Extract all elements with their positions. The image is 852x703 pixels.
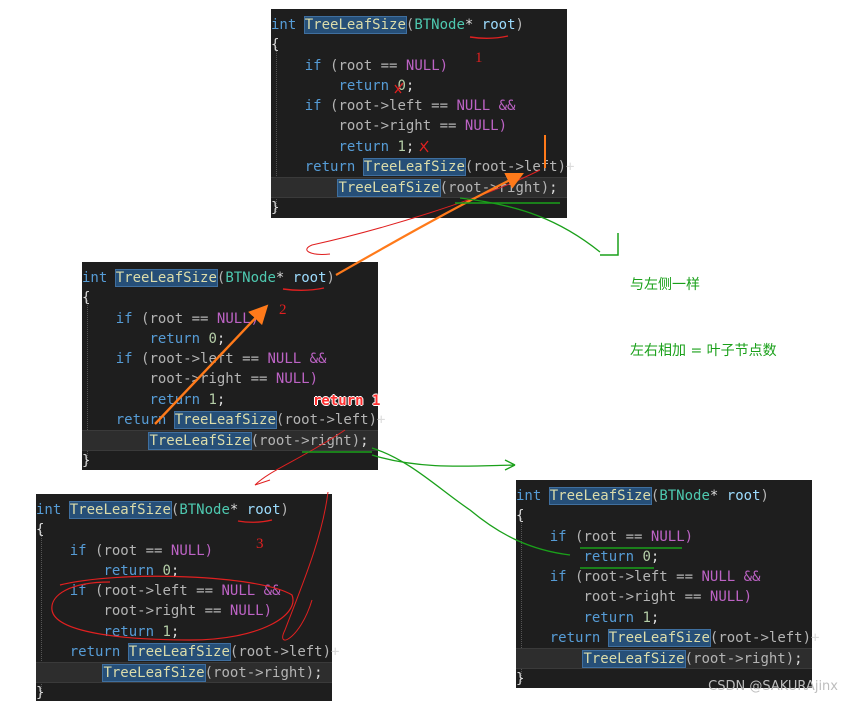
if-null-line: if (root == NULL)	[115, 310, 260, 327]
step-label-3: 3	[256, 536, 264, 552]
return-1-line: return 1;	[338, 138, 415, 155]
code-panel-4: int TreeLeafSize(BTNode* root) { if (roo…	[516, 480, 820, 688]
if-null-line: if (root == NULL)	[304, 57, 449, 74]
open-brace: {	[271, 37, 280, 54]
if-leaf-line: if (root->left == NULL &&	[549, 569, 761, 586]
function-signature: int TreeLeafSize(BTNode* root)	[271, 16, 524, 34]
code-panel-1: int TreeLeafSize(BTNode* root) { if (roo…	[271, 9, 575, 218]
recurse-left-line: return TreeLeafSize(root->left)+	[549, 629, 820, 648]
green-note: 与左侧一样 左右相加 = 叶子节点数	[630, 230, 777, 384]
leaf-cond-line: root->right == NULL)	[149, 371, 319, 388]
leaf-cond-line: root->right == NULL)	[338, 118, 508, 135]
step-label-2: 2	[279, 302, 287, 318]
indent-guide	[276, 47, 277, 212]
code-panel-2: int TreeLeafSize(BTNode* root) { if (roo…	[82, 262, 386, 470]
leaf-cond-line: root->right == NULL)	[103, 603, 273, 620]
step-label-1: 1	[475, 50, 483, 66]
recurse-right-line: TreeLeafSize(root->right);	[82, 430, 378, 451]
if-leaf-line: if (root->left == NULL &&	[69, 583, 281, 600]
indent-guide	[87, 300, 88, 464]
if-null-line: if (root == NULL)	[549, 528, 694, 545]
green-arrow-to-panel4	[371, 454, 516, 471]
recurse-right-line: TreeLeafSize(root->right);	[516, 648, 812, 669]
close-brace: }	[271, 199, 280, 216]
close-brace: }	[516, 670, 525, 687]
close-brace: }	[36, 684, 45, 701]
close-brace: }	[82, 452, 91, 469]
return-0-line: return 0;	[149, 330, 226, 347]
return-0-line: return 0;	[583, 548, 660, 565]
note-line-1: 与左侧一样	[630, 277, 700, 293]
function-signature: int TreeLeafSize(BTNode* root)	[516, 487, 769, 505]
green-bracket	[600, 233, 619, 256]
indent-guide	[41, 532, 42, 695]
open-brace: {	[36, 522, 45, 539]
function-signature: int TreeLeafSize(BTNode* root)	[82, 269, 335, 287]
leaf-cond-line: root->right == NULL)	[583, 589, 753, 606]
return-1-line: return 1;	[583, 609, 660, 626]
recurse-left-line: return TreeLeafSize(root->left)+	[304, 158, 575, 177]
recurse-right-line: TreeLeafSize(root->right);	[36, 662, 332, 683]
note-line-2: 左右相加 = 叶子节点数	[630, 343, 777, 359]
return-label: return 1	[313, 393, 381, 409]
return-0-line: return 0;	[338, 77, 415, 94]
function-signature: int TreeLeafSize(BTNode* root)	[36, 501, 289, 519]
recurse-right-line: TreeLeafSize(root->right);	[271, 177, 567, 198]
open-brace: {	[82, 290, 91, 307]
return-0-line: return 0;	[103, 562, 180, 579]
code-panel-3: int TreeLeafSize(BTNode* root) { if (roo…	[36, 494, 340, 701]
if-leaf-line: if (root->left == NULL &&	[304, 98, 516, 115]
open-brace: {	[516, 508, 525, 525]
watermark: CSDN @SAKURAjinx	[708, 679, 838, 694]
indent-guide	[521, 518, 522, 682]
if-null-line: if (root == NULL)	[69, 542, 214, 559]
recurse-left-line: return TreeLeafSize(root->left)+	[115, 411, 386, 430]
return-1-line: return 1;	[103, 623, 180, 640]
if-leaf-line: if (root->left == NULL &&	[115, 351, 327, 368]
recurse-left-line: return TreeLeafSize(root->left)+	[69, 643, 340, 662]
